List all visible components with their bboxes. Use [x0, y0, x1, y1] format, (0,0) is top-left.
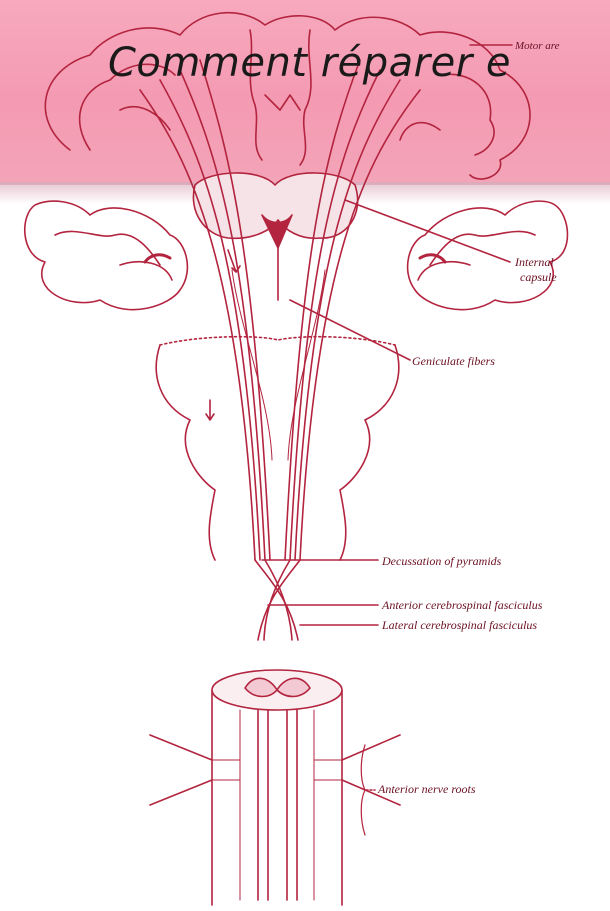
label-geniculate-fibers: Geniculate fibers [412, 354, 495, 369]
spinal-cord [212, 690, 342, 905]
cortex-outline [45, 13, 530, 179]
label-anterior-nerve-roots: Anterior nerve roots [378, 782, 476, 797]
label-anterior-cerebrospinal-fasciculus: Anterior cerebrospinal fasciculus [382, 598, 542, 613]
label-decussation-of-pyramids: Decussation of pyramids [382, 554, 501, 569]
label-motor-area: Motor are [515, 40, 560, 52]
label-lateral-cerebrospinal-fasciculus: Lateral cerebrospinal fasciculus [382, 618, 537, 633]
slide-title: Comment réparer e [108, 40, 511, 86]
label-internal-capsule-line1: Internal [515, 255, 554, 270]
label-internal-capsule-line2: capsule [520, 270, 557, 285]
brainstem [156, 345, 399, 560]
